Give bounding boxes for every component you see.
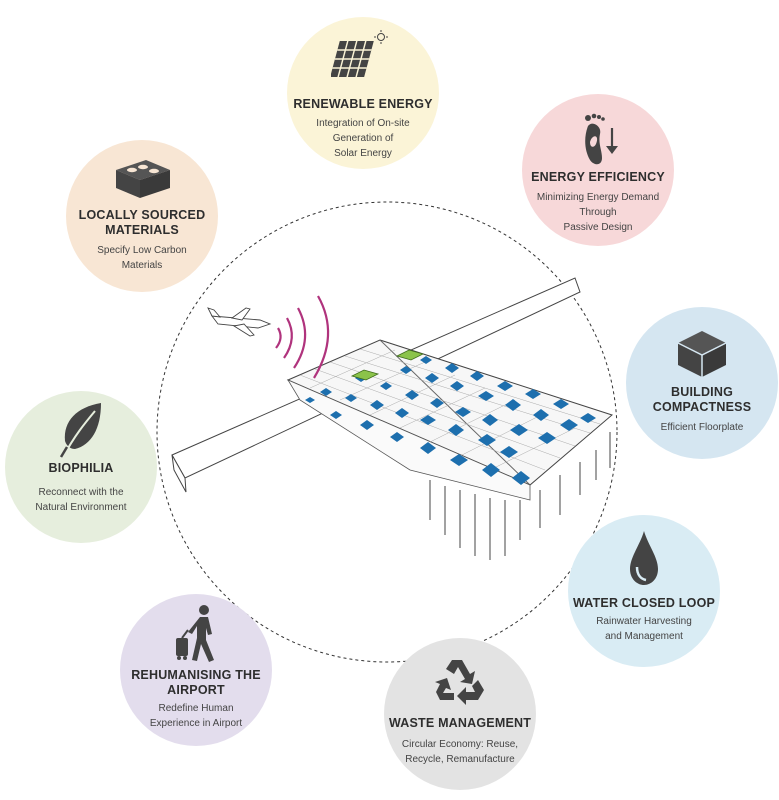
energy-efficiency-desc-2: Through — [579, 207, 617, 218]
energy-efficiency-desc-3: Passive Design — [563, 222, 633, 233]
rehumanising-title: REHUMANISING THE — [131, 668, 261, 682]
structure-columns — [429, 432, 611, 560]
energy-efficiency-title: ENERGY EFFICIENCY — [531, 170, 665, 184]
solar-panel-icon — [331, 30, 388, 77]
biophilia-desc-2: Natural Environment — [35, 502, 127, 513]
terminal-roof — [286, 339, 614, 501]
energy-efficiency-circle: ENERGY EFFICIENCY Minimizing Energy Dema… — [522, 94, 674, 246]
renewable-energy-desc-2: Generation of — [332, 133, 394, 144]
locally-sourced-desc-1: Specify Low Carbon — [97, 245, 187, 256]
green-roof-patches — [350, 349, 425, 381]
biophilia-desc-1: Reconnect with the — [38, 487, 124, 498]
solar-skylights — [305, 356, 596, 485]
waste-management-circle: WASTE MANAGEMENT Circular Economy: Reuse… — [384, 638, 536, 790]
leaf-icon — [59, 403, 101, 458]
waste-management-desc-2: Recycle, Remanufacture — [405, 754, 515, 765]
biophilia-title: BIOPHILIA — [48, 461, 114, 475]
rehumanising-airport-circle: REHUMANISING THE AIRPORT Redefine Human … — [120, 594, 272, 746]
rehumanising-desc-2: Experience in Airport — [149, 718, 243, 729]
water-closed-loop-desc-2: and Management — [605, 631, 683, 642]
locally-sourced-title-2: MATERIALS — [105, 223, 179, 237]
water-closed-loop-desc-1: Rainwater Harvesting — [596, 616, 692, 627]
building-compactness-desc-1: Efficient Floorplate — [660, 422, 744, 433]
energy-efficiency-desc-1: Minimizing Energy Demand — [536, 192, 660, 203]
water-closed-loop-title: WATER CLOSED LOOP — [572, 596, 716, 610]
locally-sourced-title: LOCALLY SOURCED — [78, 208, 206, 222]
waste-management-title: WASTE MANAGEMENT — [388, 716, 532, 730]
renewable-energy-title: RENEWABLE ENERGY — [293, 97, 433, 111]
waste-management-desc-1: Circular Economy: Reuse, — [401, 739, 519, 750]
locally-sourced-circle: LOCALLY SOURCED MATERIALS Specify Low Ca… — [66, 140, 218, 292]
renewable-energy-desc-1: Integration of On-site — [316, 118, 410, 129]
renewable-energy-circle: RENEWABLE ENERGY Integration of On-site … — [287, 17, 439, 169]
cube-icon — [677, 331, 727, 377]
footprint-icon — [585, 113, 618, 165]
renewable-energy-desc-3: Solar Energy — [334, 148, 392, 159]
locally-sourced-desc-2: Materials — [121, 260, 163, 271]
brick-icon — [116, 160, 170, 198]
building-compactness-title-2: COMPACTNESS — [652, 400, 752, 414]
biophilia-circle: BIOPHILIA Reconnect with the Natural Env… — [5, 391, 157, 543]
dashed-boundary-circle — [156, 201, 618, 663]
airplane-icon — [207, 307, 272, 337]
sun-icon — [374, 30, 388, 44]
rehumanising-desc-1: Redefine Human — [158, 703, 234, 714]
water-closed-loop-circle: WATER CLOSED LOOP Rainwater Harvesting a… — [568, 515, 720, 667]
signal-arcs — [275, 295, 330, 379]
recycle-icon — [435, 660, 484, 705]
water-drop-icon — [630, 531, 658, 585]
building-compactness-title: BUILDING — [670, 385, 733, 399]
rehumanising-title-2: AIRPORT — [167, 683, 225, 697]
building-compactness-circle: BUILDING COMPACTNESS Efficient Floorplat… — [626, 307, 778, 459]
traveler-luggage-icon — [176, 605, 214, 662]
